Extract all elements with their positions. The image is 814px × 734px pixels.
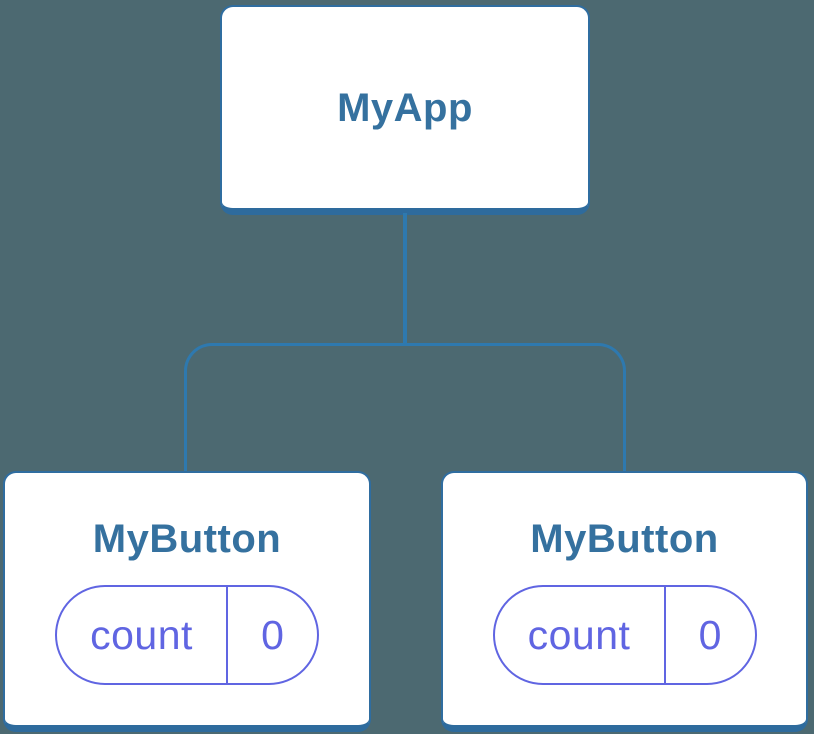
state-pill: count 0 xyxy=(55,585,319,685)
connector-stem xyxy=(403,213,407,345)
state-key: count xyxy=(495,587,666,683)
component-title: MyApp xyxy=(337,85,473,130)
component-title: MyButton xyxy=(92,517,282,561)
component-node-mybutton-left: MyButton count 0 xyxy=(3,471,371,732)
component-title: MyButton xyxy=(530,517,719,561)
state-key: count xyxy=(57,587,228,683)
state-value: 0 xyxy=(261,611,284,658)
state-pill: count 0 xyxy=(492,585,757,685)
component-node-myapp: MyApp xyxy=(220,5,590,215)
connector-bracket xyxy=(184,343,626,472)
component-node-mybutton-right: MyButton count 0 xyxy=(441,471,808,732)
state-value: 0 xyxy=(698,611,722,658)
